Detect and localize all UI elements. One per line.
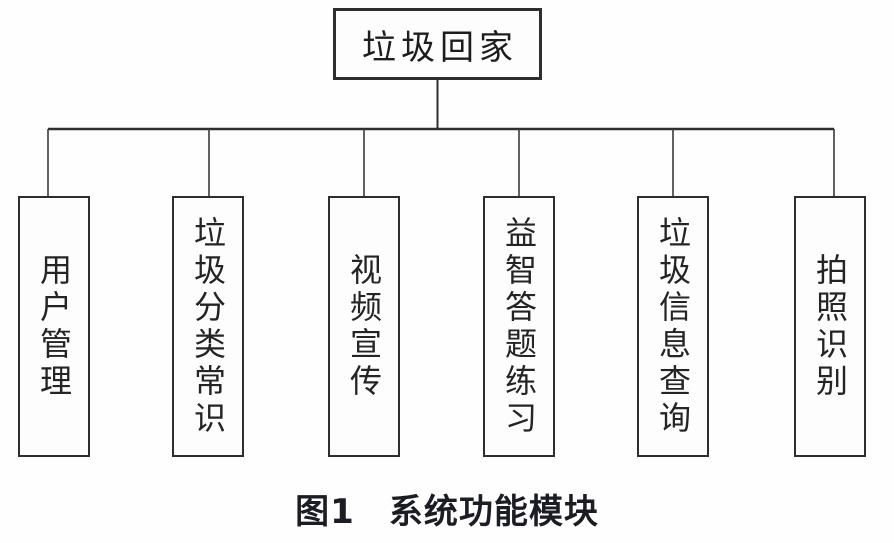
- node-label: 拍照识别: [811, 252, 849, 401]
- node-label: 益智答题练习: [500, 215, 538, 438]
- node-user-management: 用户管理: [18, 196, 90, 457]
- node-garbage-home-root: 垃圾回家: [333, 8, 542, 80]
- node-waste-info-query: 垃圾信息查询: [637, 196, 709, 457]
- figure-title: 系统功能模块: [388, 492, 599, 532]
- figure-number: 图1: [295, 492, 355, 532]
- node-label: 垃圾信息查询: [654, 215, 692, 438]
- node-label: 垃圾分类常识: [189, 215, 227, 438]
- node-waste-sorting-knowledge: 垃圾分类常识: [172, 196, 244, 457]
- node-quiz-practice: 益智答题练习: [483, 196, 555, 457]
- node-label: 用户管理: [35, 252, 73, 401]
- node-photo-recognition: 拍照识别: [794, 196, 866, 457]
- node-video-promotion: 视频宣传: [328, 196, 400, 457]
- figure-caption: 图1 系统功能模块: [0, 484, 894, 533]
- node-label: 视频宣传: [345, 252, 383, 401]
